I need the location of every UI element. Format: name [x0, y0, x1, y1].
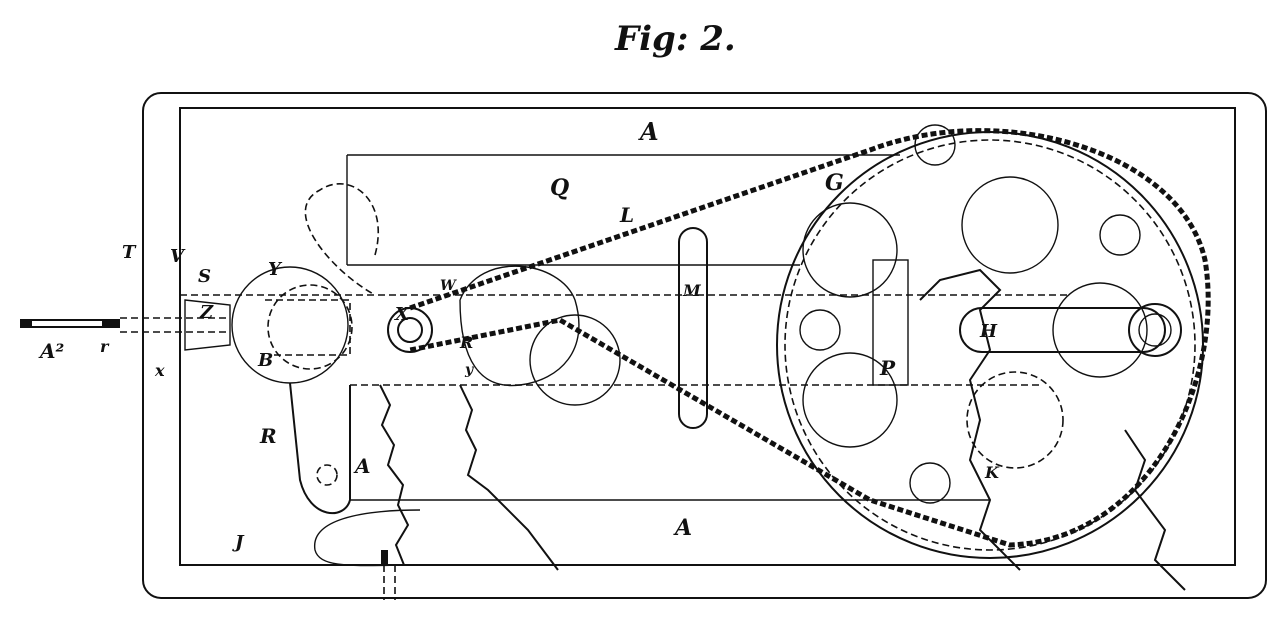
figure-title: Fig: 2.	[614, 19, 736, 59]
label-a2: A²	[38, 339, 65, 363]
label-r-small: r	[100, 337, 110, 356]
label-h: H	[979, 321, 998, 342]
box-q	[346, 154, 900, 266]
pulley-w	[529, 314, 621, 406]
slot-m	[678, 227, 708, 429]
label-b: B	[257, 350, 273, 371]
label-r-lower: R	[259, 424, 277, 448]
label-x-upper: X	[394, 304, 410, 325]
label-q: Q	[550, 175, 569, 201]
label-a-top: A	[638, 117, 659, 146]
label-z: Z	[199, 302, 214, 323]
label-t: T	[122, 242, 137, 263]
label-y-small: y	[464, 362, 474, 378]
cord-j	[314, 509, 421, 567]
label-s: S	[198, 266, 211, 287]
outer-frame	[142, 92, 1267, 599]
label-j: J	[232, 532, 245, 553]
label-a-bottom: A	[673, 515, 692, 541]
label-r-mid: R	[459, 333, 473, 352]
label-g: G	[825, 170, 844, 196]
label-v: V	[170, 246, 186, 267]
part-x	[459, 265, 580, 387]
label-a-mid: A	[353, 454, 371, 478]
label-y: Y	[268, 259, 283, 280]
label-x-small: x	[154, 361, 165, 380]
label-p: P	[879, 356, 896, 380]
label-k: K	[984, 463, 1000, 482]
inner-frame	[179, 107, 1236, 566]
label-m: M	[682, 281, 702, 300]
label-w: W	[440, 278, 457, 294]
break-lines	[379, 268, 1186, 591]
rope-upper	[409, 128, 1211, 548]
arm-r	[289, 382, 351, 515]
crank-h	[959, 307, 1166, 353]
label-l: L	[619, 203, 634, 227]
wheel-y	[231, 266, 349, 384]
block-p	[872, 259, 909, 386]
